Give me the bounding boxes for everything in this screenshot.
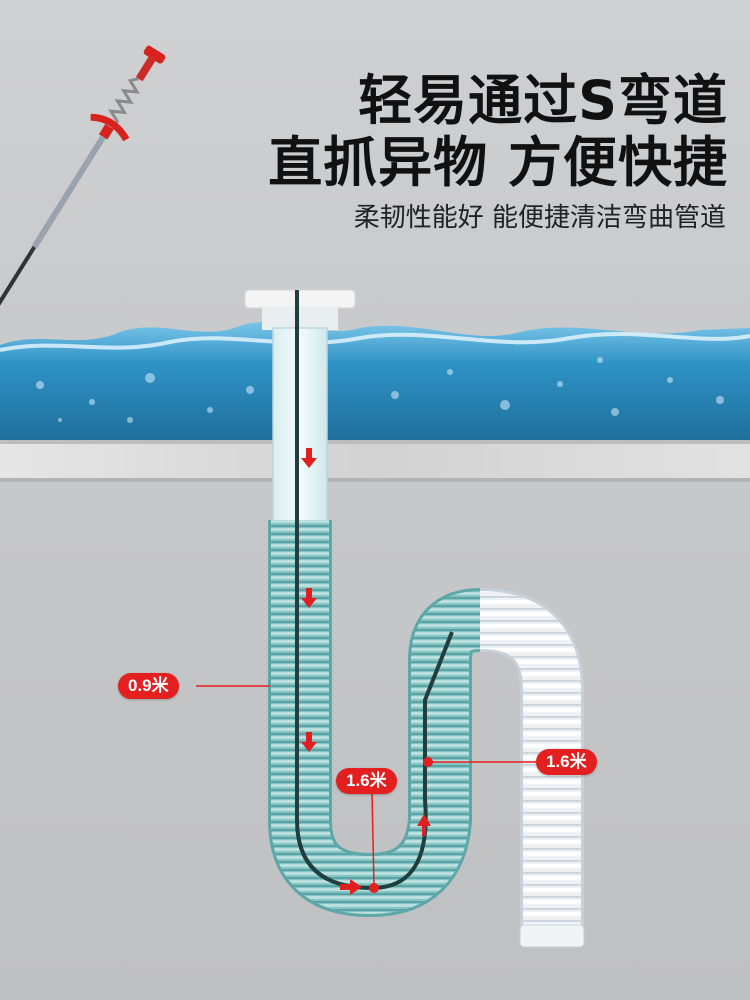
callout-bottom-bend: 1.6米 [336, 768, 397, 794]
subheadline: 柔韧性能好 能便捷清洁弯曲管道 [353, 203, 726, 233]
callout-right-pipe: 1.6米 [536, 749, 597, 775]
drain-claw-grabber [0, 45, 166, 333]
headline-line-2: 直抓异物 方便快捷 [268, 131, 728, 194]
vertical-pipe [272, 327, 328, 529]
corrugated-hose-white [478, 588, 585, 948]
red-flow-arrow [301, 448, 431, 895]
headline-line-1: 轻易通过S弯道 [358, 69, 728, 132]
countertop [0, 440, 750, 482]
drain-flange [244, 289, 356, 330]
water-band [0, 321, 750, 440]
corrugated-hose-teal [268, 520, 482, 918]
callout-left-pipe: 0.9米 [118, 673, 179, 699]
callout-leaders [196, 685, 536, 888]
